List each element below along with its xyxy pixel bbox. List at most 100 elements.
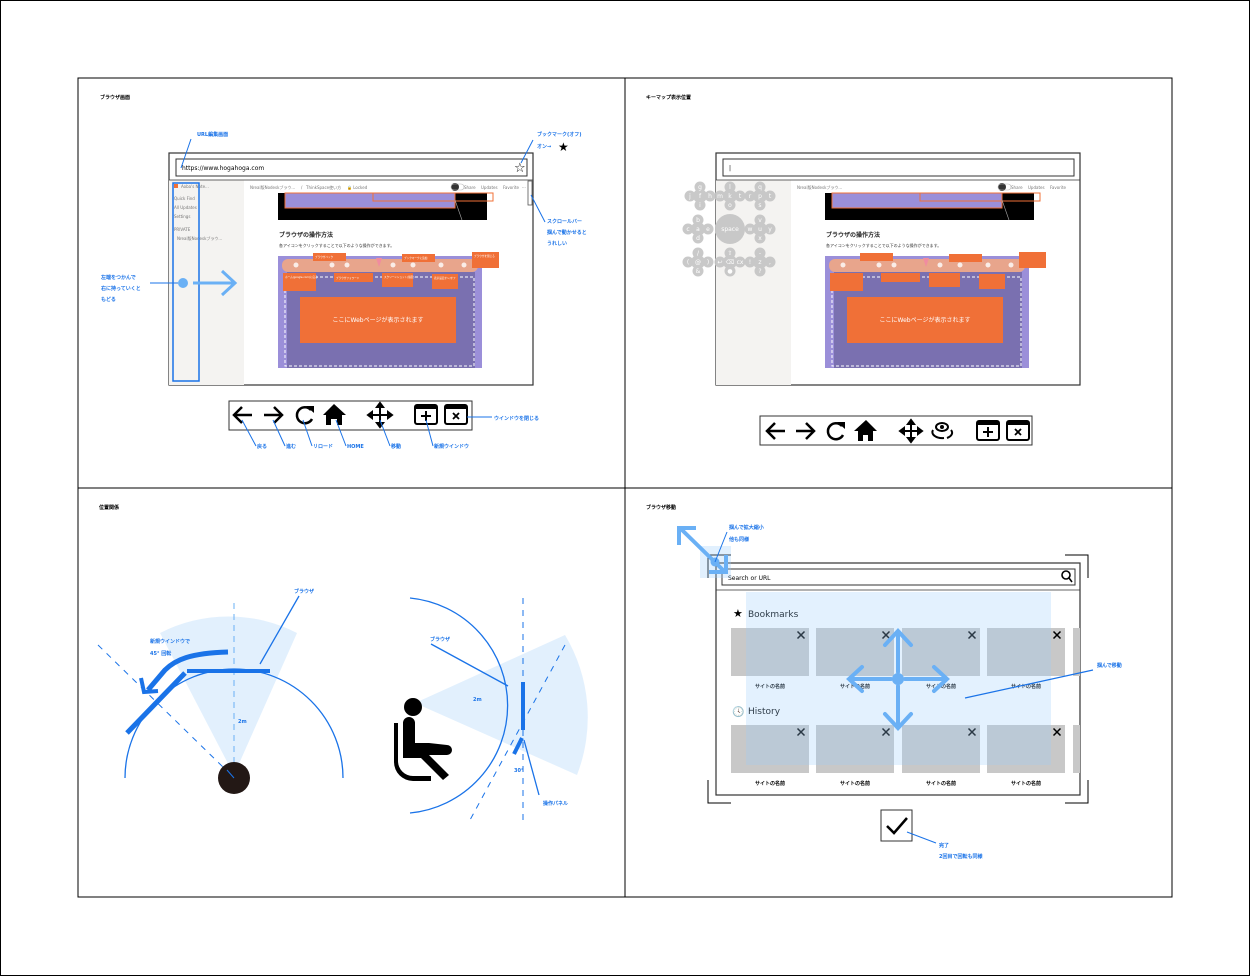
search-input[interactable]	[721, 568, 1076, 586]
key[interactable]: l	[729, 184, 731, 191]
updates-button[interactable]: Updates	[1028, 185, 1045, 190]
scrollbar[interactable]	[527, 180, 533, 206]
url-bar[interactable]	[722, 158, 1075, 177]
breadcrumb-1[interactable]: Nreal版Nodeskブラウ...	[250, 184, 295, 190]
key[interactable]: e	[706, 226, 710, 233]
key[interactable]: ↩	[717, 259, 722, 266]
breadcrumb-2[interactable]: ThinkSpace使い方	[305, 184, 341, 190]
key[interactable]: d	[696, 235, 700, 242]
key[interactable]: o	[728, 202, 732, 209]
check-icon[interactable]	[886, 817, 908, 835]
bookmark-star-outline-icon[interactable]: ☆	[514, 161, 526, 176]
home-icon[interactable]	[854, 420, 877, 441]
key[interactable]: -	[759, 250, 761, 257]
key[interactable]: m	[717, 193, 723, 200]
key[interactable]: x	[758, 235, 762, 242]
key[interactable]: c	[686, 226, 689, 233]
reload-icon[interactable]	[295, 405, 314, 425]
key[interactable]: q	[758, 184, 762, 191]
sidebar-item-settings[interactable]: Settings	[174, 214, 190, 219]
site-tile[interactable]: サイトの名前	[987, 725, 1065, 787]
keymap-cluster[interactable]: / ( @)&	[682, 247, 714, 277]
remove-tile-icon[interactable]	[1052, 630, 1062, 640]
key[interactable]: u	[758, 226, 762, 233]
favorite-button[interactable]: Favorite	[1050, 185, 1067, 190]
key[interactable]: y	[768, 226, 772, 233]
keymap-cluster[interactable]: ⇧ ↩⌫cx ●	[714, 247, 746, 277]
key[interactable]: ?	[758, 268, 761, 275]
remove-tile-icon[interactable]	[796, 630, 806, 640]
key[interactable]: (	[687, 259, 689, 266]
key[interactable]: &	[696, 268, 701, 275]
back-icon[interactable]	[232, 406, 252, 424]
remove-tile-icon[interactable]	[881, 630, 891, 640]
breadcrumb-1[interactable]: Nreal版Nodeskブラウ...	[797, 184, 842, 190]
key[interactable]: )	[707, 259, 709, 266]
site-tile[interactable]: サイトの名前	[816, 628, 894, 690]
key[interactable]: h	[708, 193, 712, 200]
key[interactable]: cx	[737, 259, 744, 266]
site-tile[interactable]: サイトの名前	[731, 725, 809, 787]
key[interactable]: !	[749, 259, 751, 266]
search-icon[interactable]	[1061, 570, 1073, 583]
remove-tile-icon[interactable]	[1052, 727, 1062, 737]
key[interactable]: w	[748, 226, 753, 233]
url-bar[interactable]	[175, 158, 528, 177]
done-button[interactable]	[880, 809, 913, 842]
close-window-icon[interactable]	[444, 404, 468, 425]
key[interactable]: j	[688, 193, 691, 200]
new-window-icon[interactable]	[414, 404, 438, 425]
key[interactable]: v	[758, 217, 762, 224]
key[interactable]: ⌫	[725, 259, 734, 266]
close-window-icon[interactable]	[1006, 420, 1030, 441]
sidebar-item-all-updates[interactable]: All Updates	[174, 205, 197, 210]
key[interactable]: b	[696, 217, 700, 224]
url-text[interactable]: https://www.hogahoga.com	[182, 165, 264, 172]
key[interactable]: i	[699, 202, 701, 209]
more-button[interactable]: ···	[522, 185, 526, 190]
key[interactable]: /	[697, 250, 700, 257]
key[interactable]: ●	[727, 268, 732, 275]
key[interactable]: a	[696, 226, 700, 233]
forward-icon[interactable]	[796, 422, 816, 440]
updates-button[interactable]: Updates	[481, 185, 498, 190]
remove-tile-icon[interactable]	[881, 727, 891, 737]
new-window-icon[interactable]	[976, 420, 1000, 441]
key[interactable]: ⇧	[727, 250, 732, 257]
favorite-button[interactable]: Favorite	[503, 185, 520, 190]
sidebar-item-quick-find[interactable]: Quick Find	[174, 196, 195, 201]
forward-icon[interactable]	[264, 406, 284, 424]
site-tile[interactable]: サイトの名前	[731, 628, 809, 690]
share-button[interactable]: Share	[464, 185, 476, 190]
keymap-cluster[interactable]: -!z,?	[744, 247, 776, 277]
key[interactable]: r	[749, 193, 752, 200]
home-icon[interactable]	[323, 404, 346, 425]
site-tile[interactable]: サイトの名前	[902, 725, 980, 787]
toggle-keymap-icon[interactable]	[931, 422, 954, 440]
key[interactable]: p	[758, 193, 762, 200]
key[interactable]: t	[769, 193, 772, 200]
remove-tile-icon[interactable]	[967, 630, 977, 640]
move-icon[interactable]	[366, 401, 394, 429]
site-tile[interactable]: サイトの名前	[987, 628, 1065, 690]
key[interactable]: k	[728, 193, 732, 200]
key-space[interactable]: space	[721, 226, 739, 233]
remove-tile-icon[interactable]	[967, 727, 977, 737]
move-icon[interactable]	[898, 418, 924, 444]
site-tile[interactable]: サイトの名前	[816, 725, 894, 787]
key[interactable]: g	[698, 184, 702, 191]
key[interactable]: ,	[769, 259, 771, 266]
move-arrows-icon[interactable]	[846, 628, 950, 731]
key[interactable]: f	[699, 193, 702, 200]
back-icon[interactable]	[765, 422, 785, 440]
share-button[interactable]: Share	[1011, 185, 1023, 190]
key[interactable]: @	[695, 259, 701, 266]
remove-tile-icon[interactable]	[796, 727, 806, 737]
key[interactable]: t	[739, 193, 742, 200]
